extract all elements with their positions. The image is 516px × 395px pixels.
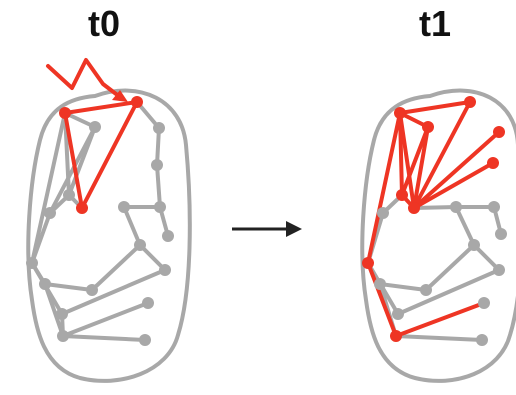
active-node <box>390 330 402 342</box>
edge <box>380 284 426 290</box>
edge <box>32 113 65 263</box>
node <box>154 201 166 213</box>
active-node <box>131 96 143 108</box>
active-edge <box>368 113 400 263</box>
panel-t1-network <box>362 91 516 381</box>
node <box>57 330 69 342</box>
active-node <box>487 157 499 169</box>
node <box>44 207 56 219</box>
edge <box>63 336 145 340</box>
node <box>89 121 101 133</box>
active-node <box>464 96 476 108</box>
active-node <box>76 202 88 214</box>
active-edge <box>65 102 137 113</box>
active-node <box>493 126 505 138</box>
active-node <box>422 121 434 133</box>
node <box>139 334 151 346</box>
panel-t0-network <box>26 60 190 381</box>
node <box>468 239 480 251</box>
active-node <box>59 107 71 119</box>
node <box>118 201 130 213</box>
node <box>153 122 165 134</box>
transition-arrow <box>232 221 302 237</box>
edge <box>45 284 92 290</box>
node <box>420 284 432 296</box>
edge <box>456 207 474 245</box>
active-edge <box>400 102 470 113</box>
node <box>450 201 462 213</box>
node <box>478 297 490 309</box>
active-edge <box>82 102 137 208</box>
active-node <box>408 202 420 214</box>
node <box>56 308 68 320</box>
active-node <box>396 189 408 201</box>
node <box>374 278 386 290</box>
arrow-head <box>286 221 302 237</box>
node <box>476 334 488 346</box>
node <box>377 207 389 219</box>
node <box>26 257 38 269</box>
node <box>162 230 174 242</box>
node <box>159 264 171 276</box>
node <box>493 264 505 276</box>
node <box>392 308 404 320</box>
active-node <box>394 107 406 119</box>
edge <box>157 165 160 207</box>
node <box>86 284 98 296</box>
active-node <box>362 257 374 269</box>
node <box>63 189 75 201</box>
node <box>142 297 154 309</box>
node <box>134 239 146 251</box>
node <box>39 278 51 290</box>
edge <box>396 336 482 340</box>
edge <box>414 207 456 208</box>
node <box>488 201 500 213</box>
node <box>495 228 507 240</box>
edge <box>124 207 140 245</box>
node <box>151 159 163 171</box>
active-edge <box>400 113 402 195</box>
